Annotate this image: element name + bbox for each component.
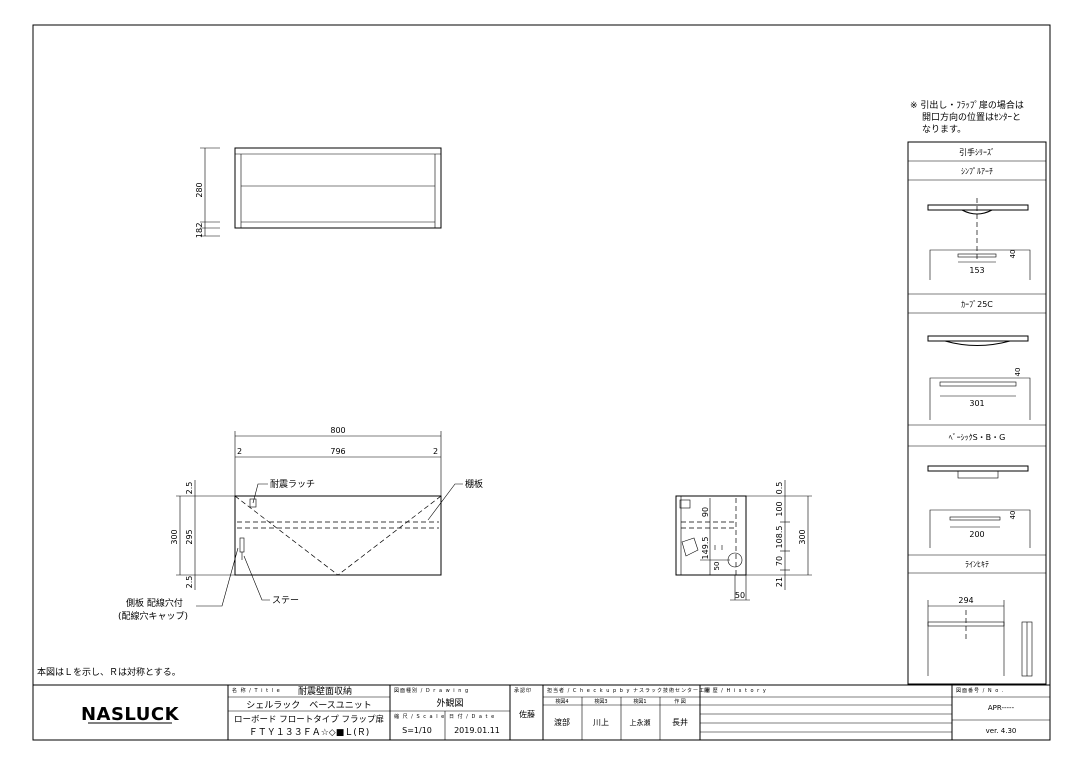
note-line-3: なります。: [922, 124, 966, 135]
checker-role-1: 検図4: [555, 698, 568, 705]
nasluck-logo: NASLUCK: [81, 704, 180, 725]
title-main: 耐震壁面収納: [298, 685, 352, 697]
approver-header: 承認印: [514, 687, 532, 694]
sheet-border: [32, 24, 1051, 741]
title-header: 名 称 / T i t l e: [232, 687, 281, 694]
dim-50-horiz: 50: [735, 591, 745, 600]
handle-height-40-c: 40: [1009, 511, 1017, 520]
number-value: APR-----: [988, 704, 1015, 712]
note-panel: ※ 引出し・ﾌﾗｯﾌﾟ扉の場合は 開口方向の位置はｾﾝﾀｰと なります。: [910, 99, 1024, 135]
checker-name-4: 長井: [672, 717, 688, 727]
dim-21: 21: [775, 577, 784, 587]
dim-796: 796: [330, 447, 345, 456]
handle-name-curve-25c: ｶｰﾌﾞ25C: [961, 300, 993, 309]
handle-width-301: 301: [969, 399, 984, 408]
dim-70: 70: [775, 556, 784, 566]
label-latch: 耐震ラッチ: [270, 478, 315, 490]
dim-2: 2: [195, 222, 204, 227]
dim-800: 800: [330, 426, 345, 435]
dim-149-5: 149.5: [701, 537, 710, 560]
scale-header: 縮 尺 / S c a l e: [394, 713, 445, 720]
dim-18: 18: [195, 228, 204, 238]
title-line-4: ＦＴＹ１３３ＦＡ☆◇■Ｌ(Ｒ): [249, 728, 370, 738]
dim-2-5-top: 2.5: [185, 482, 194, 495]
checker-name-2: 川上: [593, 718, 609, 727]
handle-width-153: 153: [969, 266, 984, 275]
label-side-cap: (配線穴キャップ): [118, 610, 188, 622]
dim-300: 300: [170, 529, 179, 544]
front-view: 800 796 2 2 300 295 2.5 2.5 耐震ラッチ 棚板 ステー…: [118, 426, 483, 622]
checker-name-1: 渡部: [554, 717, 570, 727]
handle-series-panel: 引手ｼﾘｰｽﾞ ｼﾝﾌﾟﾙｱｰﾁ 153 40 ｶｰﾌﾞ25C 301 40 ﾍ…: [907, 141, 1047, 685]
label-stay: ステー: [272, 595, 299, 606]
dim-100: 100: [775, 501, 784, 516]
dim-2-5-bottom: 2.5: [185, 576, 194, 589]
dim-50-vert: 50: [713, 562, 721, 571]
handle-height-40-b: 40: [1014, 368, 1022, 377]
drawing-header: 図面種別 / D r a w i n g: [394, 687, 469, 694]
label-shelf: 棚板: [465, 478, 483, 490]
version-value: ver. 4.30: [986, 727, 1017, 735]
handle-width-294: 294: [958, 596, 973, 605]
note-line-2: 開口方向の位置はｾﾝﾀｰと: [922, 111, 1021, 123]
dim-2-left: 2: [237, 447, 242, 456]
dim-280: 280: [195, 182, 204, 197]
title-line-2: シェルラック ベースユニット: [246, 700, 372, 711]
title-block: NASLUCK 名 称 / T i t l e 耐震壁面収納 シェルラック ベー…: [32, 684, 1051, 741]
note-line-1: ※ 引出し・ﾌﾗｯﾌﾟ扉の場合は: [910, 99, 1024, 111]
checker-role-4: 作 図: [674, 698, 686, 705]
checker-role-3: 検図1: [633, 698, 646, 705]
checker-name-3: 上永瀬: [630, 718, 651, 727]
scale-value: S=1/10: [402, 726, 432, 735]
top-view: 280 2 18: [195, 147, 442, 238]
history-header: 履 歴 / H i s t o r y: [704, 688, 767, 694]
handle-name-simple-arch: ｼﾝﾌﾟﾙｱｰﾁ: [961, 167, 993, 176]
handle-name-line: ﾗｲﾝﾋｷﾃ: [965, 560, 989, 569]
handle-series-header: 引手ｼﾘｰｽﾞ: [959, 147, 995, 157]
side-view: 0.5 100 108.5 70 21 300 90 149.5 50 50: [675, 480, 812, 601]
handle-name-basic: ﾍﾞｰｼｯｸS・B・G: [949, 433, 1006, 442]
dim-0-5: 0.5: [775, 482, 784, 495]
number-header: 図面番号 / N o .: [956, 687, 1004, 694]
date-value: 2019.01.11: [454, 726, 500, 735]
dim-90: 90: [701, 507, 710, 517]
title-line-3: ローボード フロートタイプ フラップ扉: [234, 714, 384, 725]
drawing-value: 外観図: [436, 697, 463, 709]
handle-height-40-a: 40: [1009, 250, 1017, 259]
date-header: 日 付 / D a t e: [449, 713, 495, 720]
label-side-board: 側板 配線穴付: [126, 597, 183, 609]
checker-role-2: 検図3: [594, 698, 607, 705]
dim-300-side: 300: [798, 529, 807, 544]
bottom-note: 本図はＬを示し、Ｒは対称とする。: [37, 666, 181, 678]
check-header: 担当者 / C h e c k u p b y ナスラック技術センター工場: [547, 687, 711, 694]
dim-2-right: 2: [433, 447, 438, 456]
dim-295: 295: [185, 529, 194, 544]
approver-value: 佐藤: [519, 709, 535, 719]
handle-width-200: 200: [969, 530, 984, 539]
dim-108-5: 108.5: [775, 526, 784, 549]
